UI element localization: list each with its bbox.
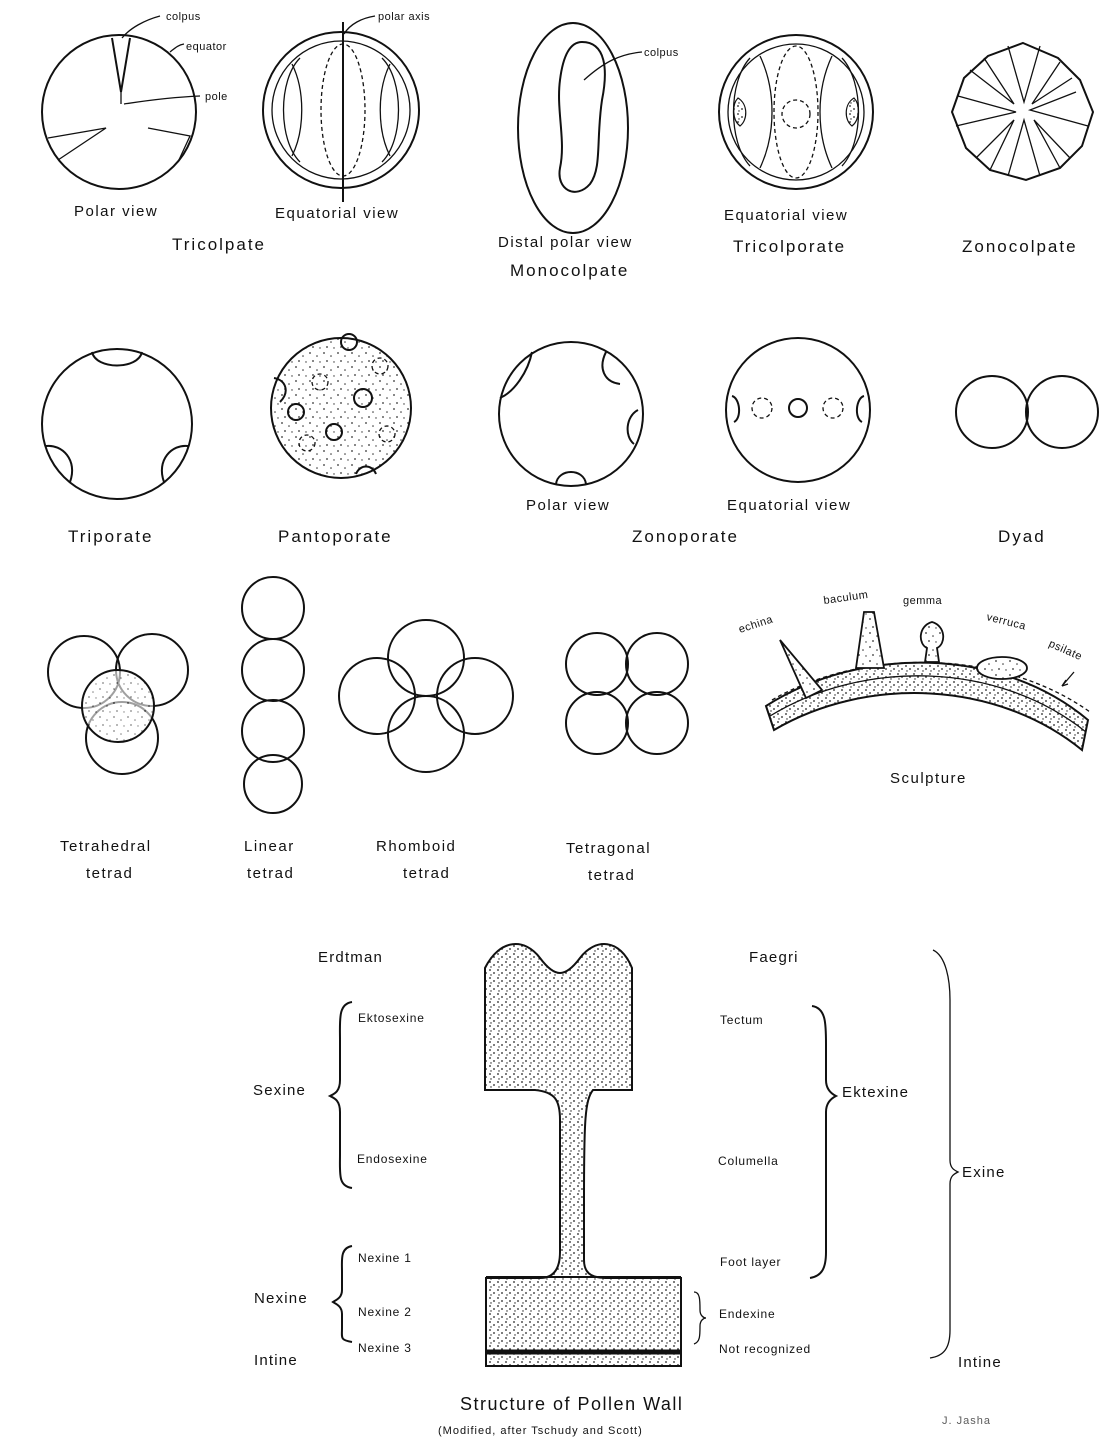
sculpture-wall-section xyxy=(766,612,1090,750)
tricolpate-equatorial-view-caption: Equatorial view xyxy=(275,205,399,222)
sculpture-verruca-label: verruca xyxy=(985,611,1027,632)
zonoporate-name: Zonoporate xyxy=(632,527,739,546)
linear-name-line2: tetrad xyxy=(247,865,294,882)
tricolporate-grain xyxy=(719,35,873,189)
monocolpate-view-caption: Distal polar view xyxy=(498,234,633,251)
artist-signature: J. Jasha xyxy=(942,1415,991,1427)
tetragonal-name-line2: tetrad xyxy=(588,867,635,884)
tricolpate-label-lines xyxy=(122,16,375,104)
zonoporate-equatorial-view-caption: Equatorial view xyxy=(727,497,851,514)
sculpture-psilate-label: psilate xyxy=(1047,638,1084,663)
sculpture-title: Sculpture xyxy=(890,770,967,787)
dyad-grain xyxy=(956,376,1098,448)
zonocolpate-grain xyxy=(952,43,1093,180)
sculpture-echina-label: echina xyxy=(737,613,775,635)
not-recognized-label: Not recognized xyxy=(719,1342,811,1356)
pollen-wall-title: Structure of Pollen Wall xyxy=(460,1394,683,1414)
tricolpate-equatorial-grain xyxy=(263,22,419,202)
pollen-wall-subtitle: (Modified, after Tschudy and Scott) xyxy=(438,1425,643,1437)
triporate-name: Triporate xyxy=(68,527,153,546)
pole-label: pole xyxy=(205,91,228,103)
zonocolpate-name: Zonocolpate xyxy=(962,237,1078,256)
colpus-label: colpus xyxy=(166,11,201,23)
intine-left-label: Intine xyxy=(254,1352,298,1369)
pollen-wall-section xyxy=(485,944,681,1366)
tectum-label: Tectum xyxy=(720,1013,763,1027)
intine-right-label: Intine xyxy=(958,1354,1002,1371)
ektexine-label: Ektexine xyxy=(842,1084,909,1101)
monocolpate-name: Monocolpate xyxy=(510,261,629,280)
linear-tetrad xyxy=(242,577,304,813)
tricolpate-name: Tricolpate xyxy=(172,235,266,254)
rhomboid-name-line1: Rhomboid xyxy=(376,838,456,855)
columella-label: Columella xyxy=(718,1154,779,1168)
nexine3-label: Nexine 3 xyxy=(358,1341,412,1355)
triporate-grain xyxy=(42,349,192,499)
linear-name-line1: Linear xyxy=(244,838,295,855)
zonoporate-polar-grain xyxy=(499,342,643,486)
tetragonal-name-line1: Tetragonal xyxy=(566,840,651,857)
tricolporate-name: Tricolporate xyxy=(733,237,846,256)
ektosexine-label: Ektosexine xyxy=(358,1011,425,1025)
nexine2-label: Nexine 2 xyxy=(358,1305,412,1319)
tetragonal-tetrad xyxy=(566,633,688,754)
equator-label: equator xyxy=(186,41,227,53)
zonoporate-equatorial-grain xyxy=(726,338,870,482)
faegri-header: Faegri xyxy=(749,949,799,966)
pantoporate-grain xyxy=(271,334,411,478)
nexine-label: Nexine xyxy=(254,1290,308,1307)
rhomboid-name-line2: tetrad xyxy=(403,865,450,882)
dyad-name: Dyad xyxy=(998,527,1046,546)
tricolpate-polar-view-caption: Polar view xyxy=(74,203,158,220)
monocolpate-grain xyxy=(518,23,628,233)
foot-layer-label: Foot layer xyxy=(720,1255,781,1269)
polar-axis-label: polar axis xyxy=(378,11,430,23)
rhomboid-tetrad xyxy=(339,620,513,772)
zonoporate-polar-view-caption: Polar view xyxy=(526,497,610,514)
pantoporate-name: Pantoporate xyxy=(278,527,393,546)
monocolpate-colpus-label: colpus xyxy=(644,47,679,59)
tetrahedral-tetrad xyxy=(48,634,188,774)
erdtman-header: Erdtman xyxy=(318,949,383,966)
endexine-label: Endexine xyxy=(719,1307,775,1321)
sculpture-baculum-label: baculum xyxy=(823,589,869,607)
endosexine-label: Endosexine xyxy=(357,1152,428,1166)
tricolporate-view-caption: Equatorial view xyxy=(724,207,848,224)
tetrahedral-name-line1: Tetrahedral xyxy=(60,838,152,855)
nexine1-label: Nexine 1 xyxy=(358,1251,412,1265)
tricolpate-polar-grain xyxy=(42,35,196,189)
tetrahedral-name-line2: tetrad xyxy=(86,865,133,882)
exine-label: Exine xyxy=(962,1164,1006,1181)
sculpture-gemma-label: gemma xyxy=(903,595,943,607)
sexine-label: Sexine xyxy=(253,1082,306,1099)
